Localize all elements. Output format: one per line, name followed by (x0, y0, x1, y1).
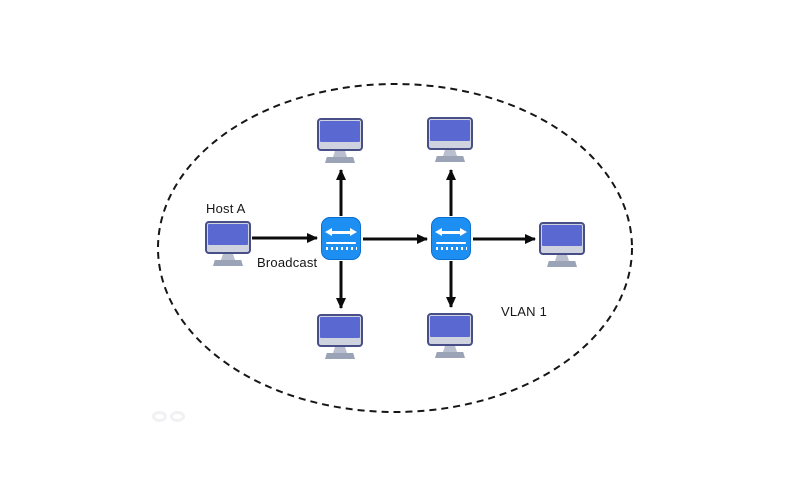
pc-right-computer-icon (539, 222, 585, 270)
watermark (152, 411, 185, 422)
monitor-screen (430, 316, 470, 337)
watermark-shape (170, 411, 185, 422)
watermark-shape (152, 411, 167, 422)
pc-bottom-left-computer-icon (317, 314, 363, 362)
monitor-base (325, 157, 355, 163)
switch-divider (326, 242, 356, 244)
monitor-screen (320, 317, 360, 338)
monitor-frame (427, 313, 473, 346)
monitor-frame (539, 222, 585, 255)
vlan-1-label: VLAN 1 (501, 304, 548, 319)
switch-2-icon (431, 217, 471, 260)
connection-arrows (252, 169, 536, 309)
monitor-neck (221, 254, 235, 260)
monitor-base (547, 261, 577, 267)
monitor-base (325, 353, 355, 359)
switch-ports-icon (436, 247, 467, 250)
monitor-base (435, 156, 465, 162)
switch-1-icon (321, 217, 361, 260)
double-arrow-icon (325, 228, 357, 236)
monitor-frame (205, 221, 251, 254)
monitor-neck (443, 150, 457, 156)
monitor-frame (427, 117, 473, 150)
switch-divider (436, 242, 466, 244)
monitor-screen (430, 120, 470, 141)
monitor-base (213, 260, 243, 266)
monitor-neck (443, 346, 457, 352)
host-a-label: Host A (206, 201, 246, 216)
broadcast-domain-boundary (157, 83, 633, 413)
double-arrow-icon (435, 228, 467, 236)
monitor-neck (333, 151, 347, 157)
monitor-base (435, 352, 465, 358)
monitor-screen (542, 225, 582, 246)
monitor-screen (208, 224, 248, 245)
monitor-neck (555, 255, 569, 261)
monitor-frame (317, 118, 363, 151)
monitor-neck (333, 347, 347, 353)
pc-top-left-computer-icon (317, 118, 363, 166)
monitor-screen (320, 121, 360, 142)
host-a-computer-icon (205, 221, 251, 269)
switch-ports-icon (326, 247, 357, 250)
pc-bottom-right-computer-icon (427, 313, 473, 361)
broadcast-label: Broadcast (257, 255, 318, 270)
monitor-frame (317, 314, 363, 347)
pc-top-right-computer-icon (427, 117, 473, 165)
